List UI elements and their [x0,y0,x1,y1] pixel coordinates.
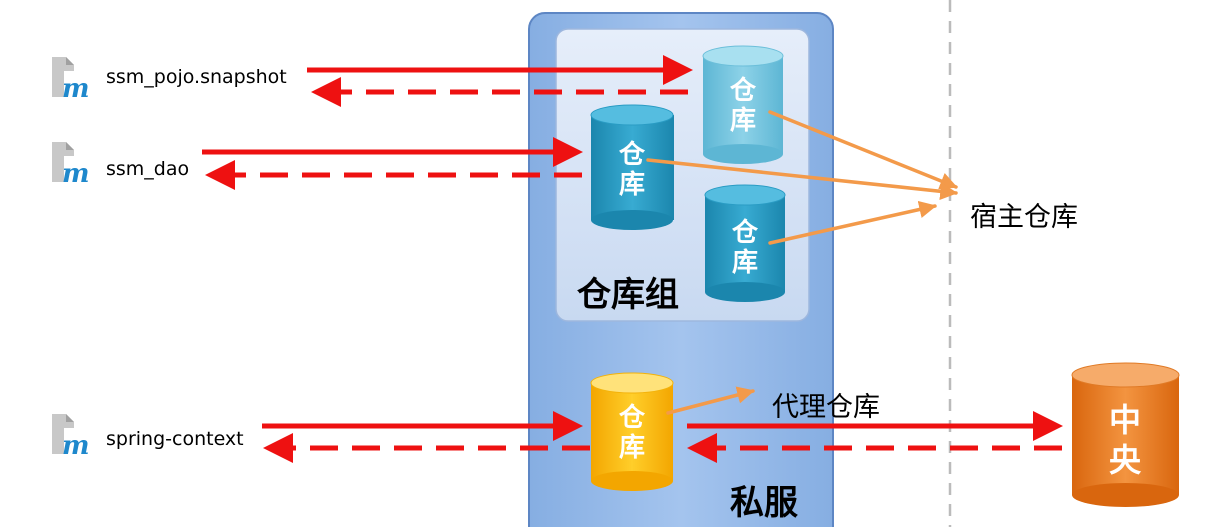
hosted-repo-3-text: 仓 库 [725,218,765,278]
central-char-2: 央 [1108,441,1141,479]
repo-char-1: 仓 [618,403,645,433]
proxy-repo-label: 代理仓库 [772,392,880,423]
svg-text:m: m [62,431,90,461]
project-label-dao: ssm_dao [106,158,190,180]
repo-char-2: 库 [618,433,645,463]
hosted-repo-cylinder-1 [702,45,784,164]
maven-file-icon: m [52,57,90,104]
orange-arrow-repo1-host [768,110,958,190]
svg-text:m: m [62,159,90,189]
maven-file-icon: m [52,414,90,461]
proxy-repo-cylinder [590,372,674,491]
repo-char-2: 库 [731,248,758,278]
orange-arrow-repo2-host [646,158,958,201]
orange-arrow-repo3-host [768,200,937,245]
hosted-repo-1-text: 仓 库 [723,76,763,136]
repo-char-1: 仓 [618,140,645,170]
hosted-repo-cylinder-2 [590,104,674,230]
host-repo-label: 宿主仓库 [970,202,1078,233]
hosted-repo-2-text: 仓 库 [612,140,652,200]
central-char-1: 中 [1108,401,1141,439]
repo-char-1: 仓 [731,218,758,248]
repo-char-1: 仓 [729,76,756,106]
proxy-repo-text: 仓 库 [612,403,652,463]
project-label-context: spring-context [106,428,244,450]
maven-file-icon: m [52,142,90,189]
central-repo-text: 中 央 [1100,400,1150,480]
orange-arrow-proxy-label [666,386,755,415]
svg-text:m: m [62,74,90,104]
private-server-label: 私服 [730,483,798,523]
project-label-pojo: ssm_pojo.snapshot [106,66,287,88]
repo-char-2: 库 [729,106,756,136]
central-repo-cylinder [1071,362,1180,507]
repo-char-2: 库 [618,170,645,200]
repository-group-label: 仓库组 [577,275,679,315]
